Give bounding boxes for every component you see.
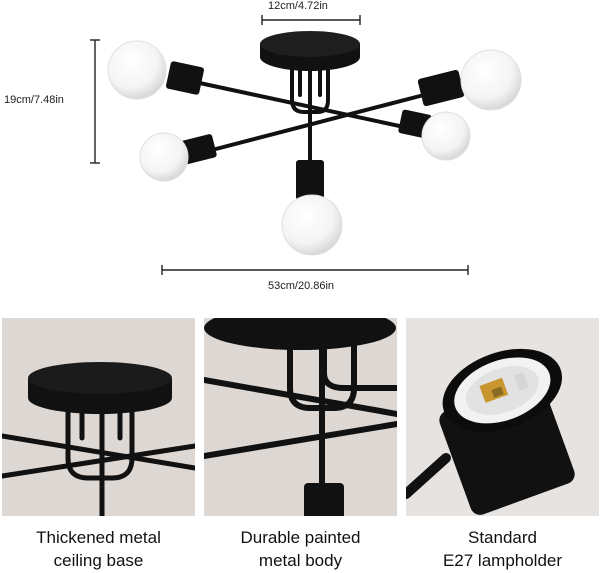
caption-line: metal body	[258, 551, 343, 570]
lampholder-closeup	[406, 318, 599, 516]
caption-lampholder: Standard E27 lampholder	[406, 526, 599, 572]
metal-body-closeup	[204, 318, 397, 516]
caption-line: Durable painted	[240, 528, 361, 547]
dimension-width-bottom: 53cm/20.86in	[268, 280, 335, 292]
ceiling-base-closeup	[2, 318, 195, 516]
detail-panel-lampholder	[406, 318, 599, 516]
detail-panel-ceiling-base	[2, 318, 195, 516]
bulbs	[107, 40, 522, 256]
dimension-line-top	[261, 15, 361, 25]
caption-metal-body: Durable painted metal body	[204, 526, 397, 572]
caption-line: ceiling base	[53, 551, 144, 570]
ceiling-base	[260, 31, 360, 71]
caption-line: Standard	[468, 528, 537, 547]
dimension-line-bottom	[161, 265, 469, 275]
caption-line: E27 lampholder	[442, 551, 563, 570]
caption-line: Thickened metal	[36, 528, 161, 547]
chandelier-arms	[193, 64, 422, 162]
sockets	[166, 61, 465, 200]
detail-panel-metal-body	[204, 318, 397, 516]
caption-ceiling-base: Thickened metal ceiling base	[2, 526, 195, 572]
dimension-width-top: 12cm/4.72in	[268, 0, 328, 12]
dimension-line-height	[90, 39, 100, 164]
chandelier-illustration	[90, 15, 522, 275]
dimension-height: 19cm/7.48in	[4, 94, 64, 106]
